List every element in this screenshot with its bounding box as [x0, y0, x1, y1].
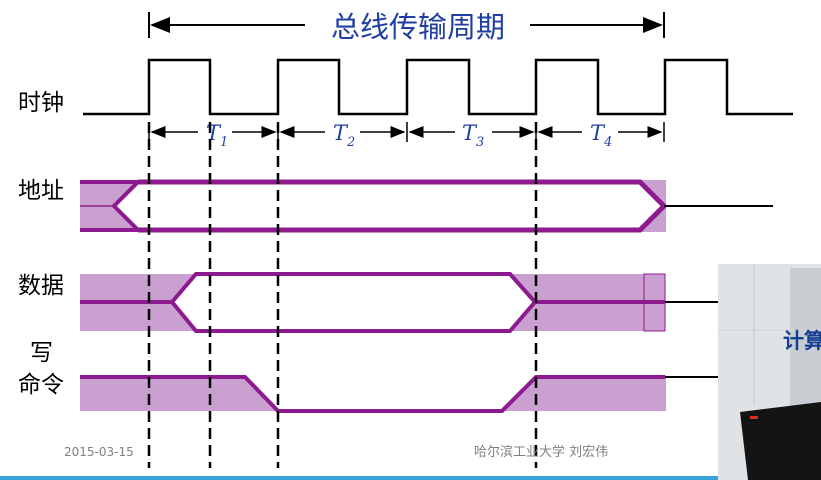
clock-waveform — [83, 58, 793, 116]
video-overlay: 计算 — [718, 264, 821, 480]
period-t4: T4 — [590, 121, 612, 150]
write-label-line1: 写 — [30, 340, 53, 366]
footer-bar — [0, 476, 821, 480]
data-bus — [80, 272, 720, 333]
write-label-line2: 命令 — [18, 372, 64, 398]
period-markers: T1 T2 T3 T4 — [148, 121, 665, 150]
slide-footer: 哈尔滨工业大学 刘宏伟 — [474, 444, 608, 460]
video-caption: 计算 — [783, 329, 821, 353]
data-label: 数据 — [18, 273, 64, 299]
bus-cycle-span: 总线传输周期 — [148, 10, 665, 44]
dashed-guides — [147, 122, 538, 468]
period-t3: T3 — [462, 121, 484, 150]
write-command — [80, 375, 720, 413]
slide-date: 2015-03-15 — [64, 445, 134, 459]
clock-label: 时钟 — [18, 90, 64, 116]
address-bus — [80, 179, 773, 233]
period-t2: T2 — [333, 121, 355, 150]
laptop-icon — [740, 402, 821, 480]
address-label: 地址 — [18, 178, 64, 204]
slide-title: 总线传输周期 — [331, 10, 505, 44]
